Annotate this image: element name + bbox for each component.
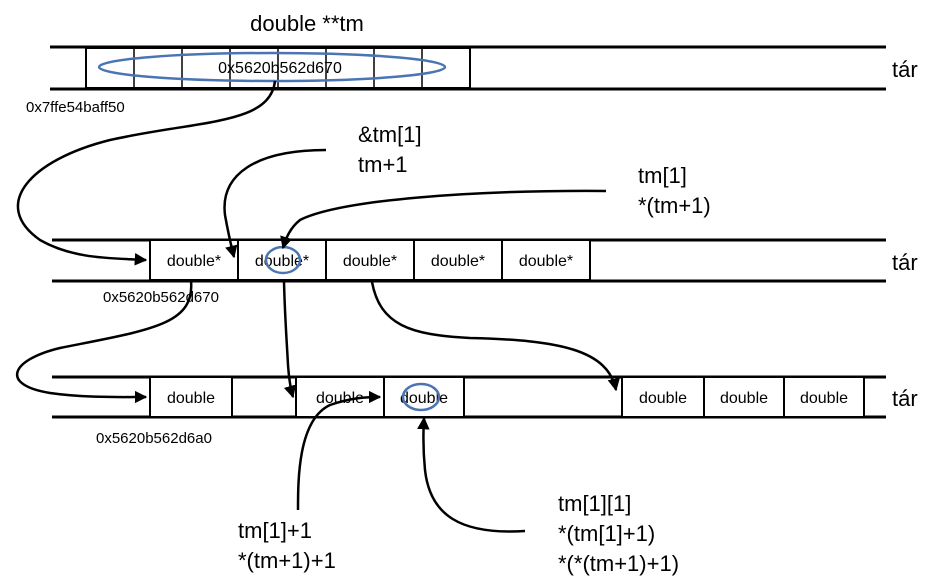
memory-label-row-2: tár	[892, 250, 918, 275]
pointer-cell-3-label: double*	[431, 253, 485, 270]
annotation-addr-tm1-line-1: &tm[1]	[358, 122, 422, 147]
tm-address: 0x7ffe54baff50	[26, 99, 125, 116]
double-cell-0-label: double	[167, 390, 215, 407]
memory-row-2: double* double* double* double* double* …	[52, 238, 918, 306]
arrow-addr-tm11	[296, 390, 382, 511]
diagram-title: double **tm	[250, 11, 364, 36]
annotation-addr-tm1: &tm[1] tm+1	[358, 122, 422, 177]
memory-label-row-3: tár	[892, 386, 918, 411]
memory-row-1: 0x5620b562d670 tár 0x7ffe54baff50	[26, 45, 918, 116]
double-cell-3	[621, 376, 705, 418]
memory-row-3: double double double double double doubl…	[52, 375, 918, 447]
annotation-val-tm11-line-3: *(*(tm+1)+1)	[558, 551, 679, 576]
pointer-cell-2-label: double*	[343, 253, 397, 270]
tm-value: 0x5620b562d670	[218, 60, 342, 77]
double-cell-5-label: double	[800, 390, 848, 407]
arrow-ptr1-to-row3	[282, 281, 296, 399]
double-array-address: 0x5620b562d6a0	[96, 430, 212, 447]
tm11-highlight	[401, 382, 441, 412]
annotation-val-tm1-line-1: tm[1]	[638, 163, 687, 188]
annotation-val-tm11: tm[1][1] *(tm[1]+1) *(*(tm+1)+1)	[558, 491, 679, 576]
double-cell-0	[149, 376, 233, 418]
double-cell-3-label: double	[639, 390, 687, 407]
annotation-addr-tm11-line-1: tm[1]+1	[238, 518, 312, 543]
arrow-addr-tm1	[223, 148, 327, 259]
arrow-ptr2-to-row3	[370, 281, 620, 392]
double-cell-1-label: double	[316, 390, 364, 407]
arrow-tm-to-pointer-array	[16, 80, 277, 266]
memory-label-row-1: tár	[892, 57, 918, 82]
arrow-val-tm11	[417, 416, 526, 533]
annotation-addr-tm1-line-2: tm+1	[358, 152, 408, 177]
arrow-ptr0-to-row3	[16, 280, 193, 404]
double-cell-4-label: double	[720, 390, 768, 407]
annotation-val-tm1-line-2: *(tm+1)	[638, 193, 711, 218]
annotation-addr-tm11: tm[1]+1 *(tm+1)+1	[238, 518, 336, 573]
pointer-arrows	[16, 80, 620, 533]
annotation-val-tm11-line-1: tm[1][1]	[558, 491, 631, 516]
pointer-array-address: 0x5620b562d670	[103, 289, 219, 306]
pointer-cell-0-label: double*	[167, 253, 221, 270]
annotation-val-tm1: tm[1] *(tm+1)	[638, 163, 711, 218]
pointer-cell-3	[413, 239, 503, 281]
tm-value-highlight	[97, 51, 447, 83]
arrow-val-tm1	[280, 189, 607, 250]
annotation-addr-tm11-line-2: *(tm+1)+1	[238, 548, 336, 573]
pointer-cell-4-label: double*	[519, 253, 573, 270]
double-cell-5	[783, 376, 865, 418]
pointer-cell-4	[501, 239, 591, 281]
annotation-val-tm11-line-2: *(tm[1]+1)	[558, 521, 655, 546]
